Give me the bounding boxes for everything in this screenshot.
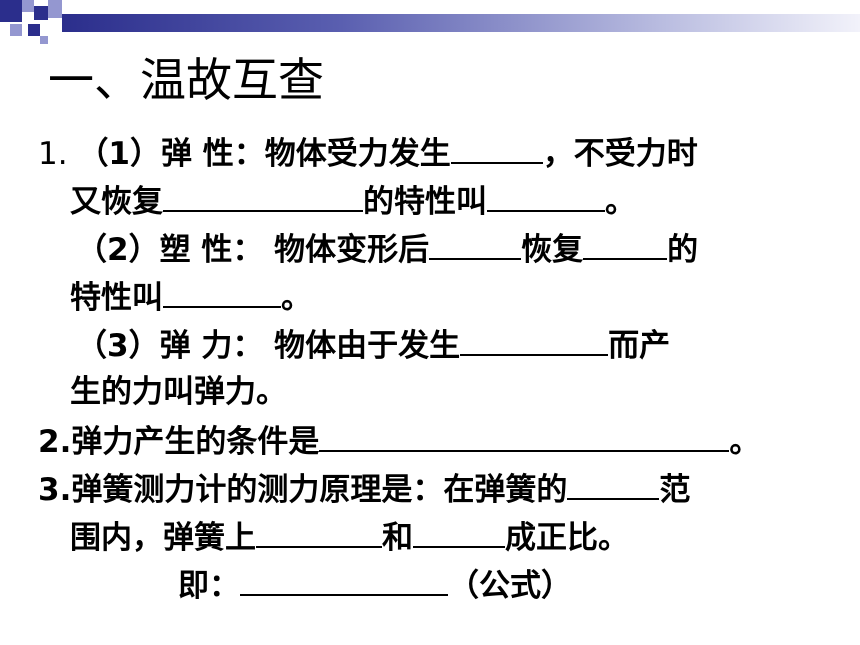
deco-square xyxy=(34,6,48,20)
q1-text: 恢复 xyxy=(521,232,584,268)
q1-text: （1）弹 性：物体受力发生 xyxy=(77,136,451,172)
q1-text: ，不受力时 xyxy=(542,136,698,172)
deco-square xyxy=(48,0,62,18)
q3-text: 即： xyxy=(178,568,240,604)
q1-text: 而产 xyxy=(608,328,671,364)
answer-blank xyxy=(163,272,281,308)
q1-text: 的特性叫 xyxy=(363,184,487,220)
deco-square xyxy=(10,24,22,36)
answer-blank xyxy=(567,464,660,500)
answer-blank xyxy=(240,560,448,596)
title-gradient-bar xyxy=(62,14,860,32)
q2-number: 2. xyxy=(38,424,72,460)
deco-square xyxy=(0,0,22,22)
answer-blank xyxy=(450,128,543,164)
slide-title: 一、温故互查 xyxy=(48,53,324,107)
q3-text: 围内，弹簧上 xyxy=(70,520,256,556)
deco-square xyxy=(28,24,40,36)
q3-text: 和 xyxy=(382,520,413,556)
q3-text: （公式） xyxy=(448,568,572,604)
q1-text: 。 xyxy=(281,280,312,316)
q1-text: 。 xyxy=(605,184,636,220)
deco-square xyxy=(40,36,48,44)
q3-line-2: 围内，弹簧上 和 成正比。 xyxy=(38,512,838,560)
answer-blank xyxy=(413,512,505,548)
q1-text: （3）弹 力： 物体由于发生 xyxy=(76,328,461,364)
q3-text: 弹簧测力计的测力原理是：在弹簧的 xyxy=(71,472,568,508)
q1-line-1: 1. （1）弹 性：物体受力发生 ，不受力时 xyxy=(38,128,838,176)
answer-blank xyxy=(319,416,730,452)
answer-blank xyxy=(487,176,605,212)
answer-blank xyxy=(256,512,382,548)
q3-text: 范 xyxy=(659,472,691,508)
answer-blank xyxy=(429,224,522,260)
q1-line-3: （2）塑 性： 物体变形后 恢复 的 xyxy=(38,224,838,272)
deco-square xyxy=(22,0,34,12)
q2-text: 。 xyxy=(729,424,761,460)
q1-text: 又恢复 xyxy=(70,184,163,220)
q1-text: 生的力叫弹力。 xyxy=(70,374,287,410)
q1-number: 1. xyxy=(38,136,68,172)
q2-text: 弹力产生的条件是 xyxy=(71,424,320,460)
q1-text: （2）塑 性： 物体变形后 xyxy=(76,232,430,268)
answer-blank xyxy=(163,176,363,212)
q2-line: 2.弹力产生的条件是 。 xyxy=(38,416,838,464)
q3-number: 3. xyxy=(38,472,72,508)
q1-text: 特性叫 xyxy=(70,280,163,316)
q3-line-3: 即： （公式） xyxy=(38,560,838,608)
q1-line-6: 生的力叫弹力。 xyxy=(38,368,838,416)
q1-text: 的 xyxy=(667,232,699,268)
q1-line-5: （3）弹 力： 物体由于发生 而产 xyxy=(38,320,838,368)
slide-content: 1. （1）弹 性：物体受力发生，不受力时 又恢复的特性叫。 （2）塑 性： 物… xyxy=(38,128,838,608)
q3-line-1: 3.弹簧测力计的测力原理是：在弹簧的 范 xyxy=(38,464,838,512)
q1-line-2: 又恢复 的特性叫 。 xyxy=(38,176,838,224)
q3-text: 成正比。 xyxy=(505,520,629,556)
answer-blank xyxy=(460,320,609,356)
answer-blank xyxy=(583,224,668,260)
q1-line-4: 特性叫 。 xyxy=(38,272,838,320)
